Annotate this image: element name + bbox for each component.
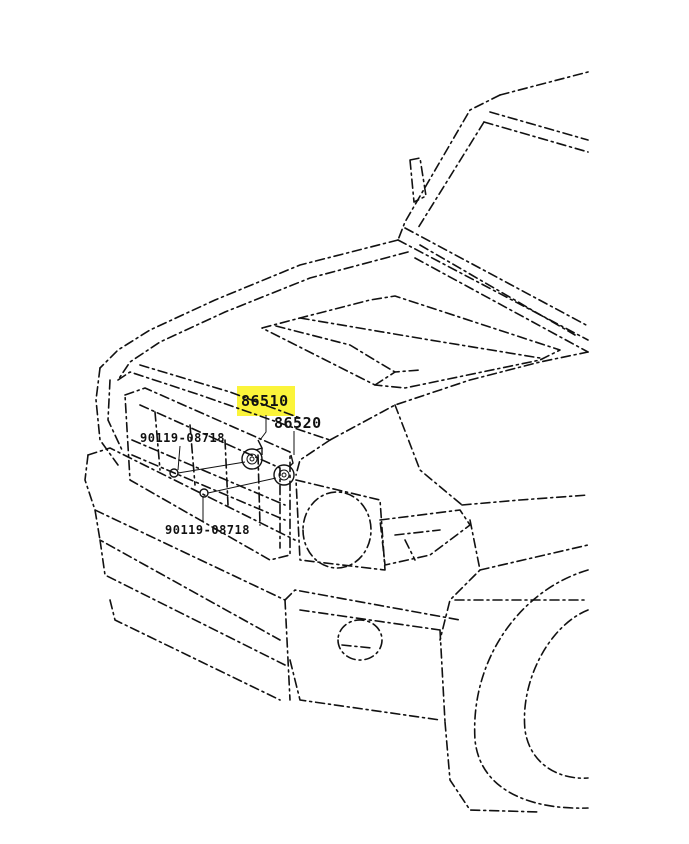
hood-scoop [261,295,561,389]
left-body-side [95,367,123,466]
part-label-86510: 86510 [241,392,289,410]
hood-outline [99,239,589,476]
fog-lamp [337,619,383,661]
horn-86510 [241,439,263,470]
front-bumper [84,447,461,723]
cab-outline [397,71,589,353]
bolt-lower [199,488,209,498]
front-wheel [444,569,589,813]
headlamp [295,479,386,571]
side-mirror [409,157,427,203]
turn-signal-lamp [379,509,471,566]
part-label-bolt-lower: 90119-08718 [165,523,250,537]
part-label-86520: 86520 [274,414,322,432]
front-grille [124,387,291,561]
horn-86520 [273,454,295,486]
right-fender [394,404,589,641]
part-label-bolt-upper: 90119-08718 [140,431,225,445]
leader-lines [177,415,295,522]
